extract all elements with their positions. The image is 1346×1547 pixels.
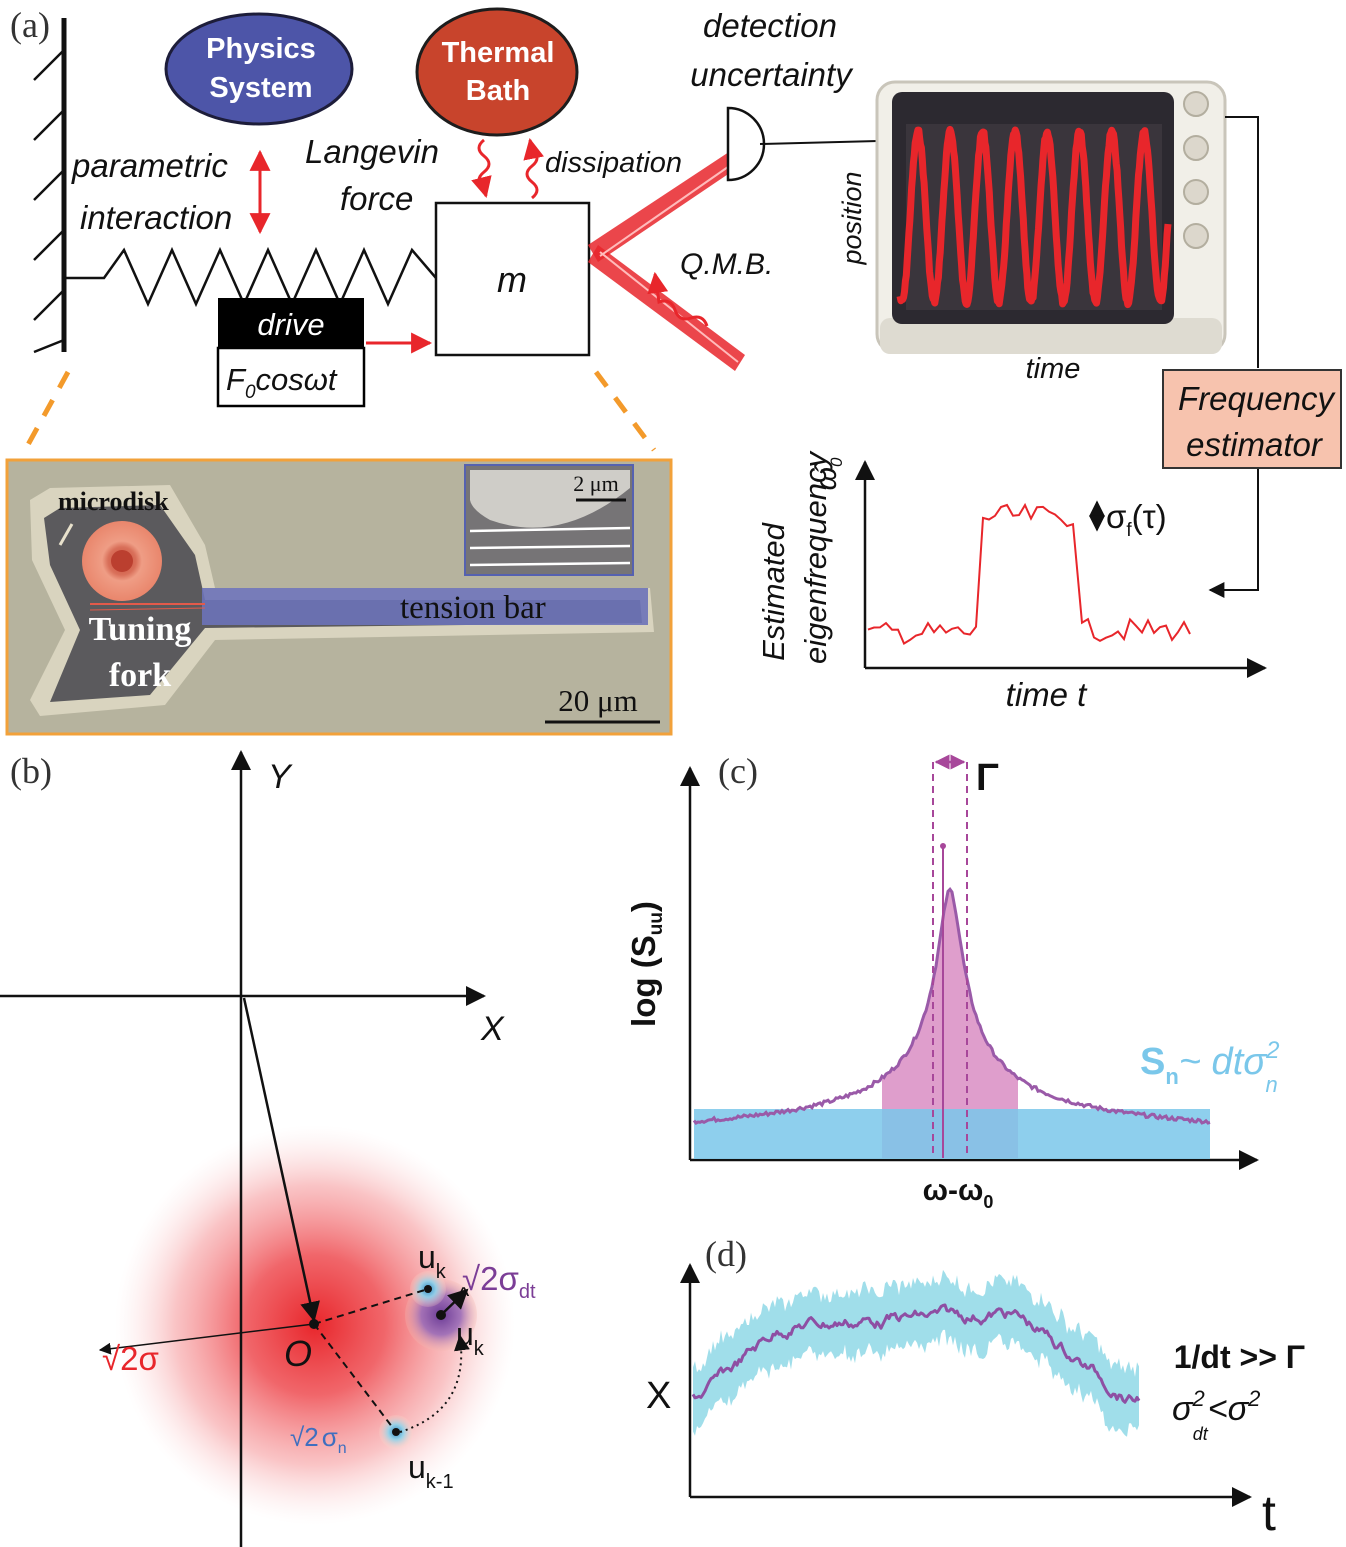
- uk-hat-arrow: [440, 1288, 469, 1316]
- noise-floor-band: [694, 1109, 1210, 1159]
- spring: [64, 246, 437, 308]
- scope-signal-trace: [896, 125, 1172, 309]
- sem-tuning-label-line2: fork: [109, 657, 171, 694]
- sem-microdisk-label: microdisk: [58, 487, 169, 516]
- zoom-line-right: [593, 370, 657, 452]
- langevin-label-line1: Langevin: [305, 133, 439, 170]
- scope-xlabel: time: [1026, 353, 1081, 385]
- panel-label-a: (a): [10, 5, 50, 45]
- detector: [726, 106, 766, 182]
- mass-box: [434, 201, 591, 357]
- physics-system-line1: Physics: [206, 33, 316, 65]
- physics-system-line2: System: [209, 72, 312, 104]
- sem-tuning-label-line1: Tuning: [89, 611, 192, 648]
- estimator-plot: [855, 460, 1267, 678]
- gamma-label: Γ: [976, 757, 999, 799]
- dotted-transition-arrow: [399, 1334, 470, 1433]
- panel-label-c: (c): [718, 751, 758, 791]
- estimator-xlabel: time t: [1006, 676, 1089, 713]
- uk-minus-1-label: uk-1: [408, 1449, 454, 1493]
- qmb-wavy-arrow: [647, 271, 709, 327]
- dissipation-label: dissipation: [545, 147, 682, 179]
- estimator-label-line1: Frequency: [1178, 380, 1336, 417]
- uncertainty-band: [693, 1269, 1139, 1437]
- parametric-label-line2: interaction: [80, 199, 232, 236]
- sem-border: [5, 458, 673, 736]
- langevin-wavy-arrow: [471, 138, 492, 199]
- lorentzian-area: [882, 889, 1018, 1158]
- feedback-arrow: [1208, 468, 1259, 598]
- drive-box-bottom: [216, 346, 366, 408]
- feedback-line: [1225, 116, 1259, 368]
- condition-1: 1/dt >> Γ: [1174, 1339, 1305, 1375]
- estimated-frequency-trace: [867, 502, 1191, 645]
- qmb-label: Q.M.B.: [680, 248, 773, 281]
- thermal-bath-line2: Bath: [466, 75, 530, 107]
- mass-label: m: [497, 259, 527, 300]
- detection-label-line1: detection: [703, 7, 837, 44]
- filtered-trace: [691, 1303, 1141, 1404]
- thermal-bath-ellipse: [415, 7, 579, 137]
- drive-label: drive: [257, 307, 324, 342]
- detection-label-line2: uncertainty: [690, 56, 854, 93]
- estimator-label-line2: estimator: [1186, 426, 1324, 463]
- d-xlabel: t: [1262, 1485, 1276, 1541]
- y-axis-label: Y: [268, 758, 293, 796]
- drive-box-top: [218, 298, 364, 348]
- origin-label: O: [284, 1333, 312, 1374]
- zoom-line-left: [21, 370, 71, 454]
- reflected-beam: [588, 245, 745, 371]
- thermal-bath-line1: Thermal: [442, 37, 555, 69]
- frequency-estimator-box: [1162, 369, 1342, 469]
- d-ylabel: X: [646, 1375, 671, 1417]
- panel-a: (a) Physics System Thermal Bath parametr…: [5, 5, 1342, 736]
- c-xlabel: ω-ω0: [923, 1174, 994, 1212]
- parametric-label-line1: parametric: [71, 147, 228, 184]
- dissipation-wavy-arrow: [523, 137, 545, 200]
- estimator-ylabel-line2: eigenfrequency: [798, 450, 833, 664]
- incident-beam: [588, 148, 746, 262]
- physics-system-ellipse: [164, 12, 354, 126]
- sigma-f-label: σf(τ): [1106, 498, 1167, 541]
- sem-tension-bar-label: tension bar: [400, 590, 546, 626]
- sem-image: [7, 460, 671, 734]
- estimator-ylabel-line1: Estimated: [756, 521, 791, 661]
- panel-label-d: (d): [705, 1234, 747, 1274]
- uk-hat-label: uk: [456, 1316, 485, 1360]
- panel-label-b: (b): [10, 751, 52, 791]
- drive-formula: F0cosωt: [226, 362, 338, 403]
- oscilloscope: [875, 80, 1227, 354]
- sigma-dt-label: √2σdt: [462, 1260, 536, 1303]
- sigma-arrow: [98, 1323, 315, 1355]
- sem-scale-main: 20 μm: [558, 683, 637, 718]
- dashed-to-uk: [313, 1288, 429, 1325]
- uk-label: uk: [418, 1239, 447, 1283]
- sigma-label: √2σ: [102, 1340, 159, 1377]
- sem-scale-inset: 2 μm: [573, 471, 618, 496]
- mean-vector: [242, 997, 320, 1322]
- uk-hat-caret: ^: [458, 1283, 470, 1310]
- lorentzian-curve: [692, 886, 1211, 1126]
- x-axis-label: X: [480, 1010, 505, 1048]
- dashed-to-uk-minus-1: [313, 1323, 397, 1433]
- langevin-label-line2: force: [340, 180, 413, 217]
- wall: [33, 18, 67, 354]
- scope-ylabel: position: [837, 171, 867, 265]
- c-ylabel: log (Suu): [625, 901, 667, 1027]
